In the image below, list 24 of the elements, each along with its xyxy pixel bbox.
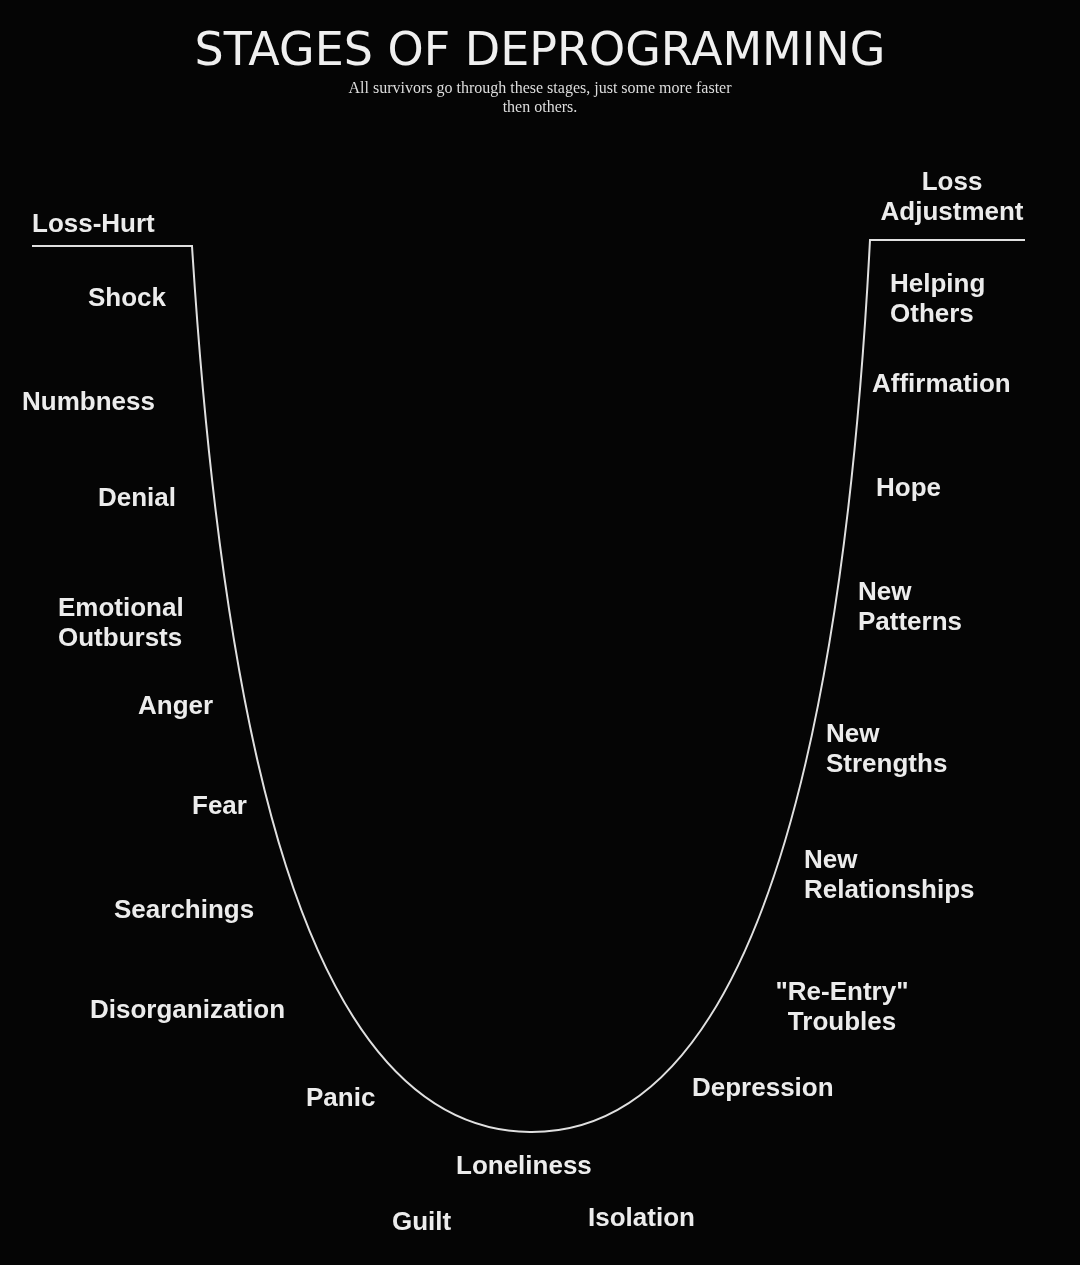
stage-label: Shock [88,282,168,312]
stage-label: Loss Adjustment [879,166,1025,226]
title: STAGES OF DEPROGRAMMING [193,22,887,76]
stage-label: Helping Others [890,268,987,328]
stage-label: New Patterns [858,576,964,636]
stage-label: "Re-Entry" Troubles [774,976,910,1036]
stage-label: Anger [138,690,215,720]
stage-label: Panic [306,1082,377,1112]
stage-label: Guilt [392,1206,453,1236]
stage-label: Loss-Hurt [32,208,156,238]
stage-label: Fear [192,790,248,820]
stage-label: Loneliness [456,1150,593,1180]
stage-label: Hope [876,472,942,502]
stage-label: Denial [98,482,178,512]
stage-label: Depression [692,1072,835,1102]
subtitle: All survivors go through these stages, just some more faster then others. [347,78,733,116]
stage-label: Emotional Outbursts [58,592,185,652]
stage-label: Searchings [114,894,256,924]
stage-label: Numbness [22,386,156,416]
stage-label: Isolation [588,1202,696,1232]
stage-label: Affirmation [872,368,1012,398]
stage-label: New Strengths [826,718,949,778]
stage-label: New Relationships [804,844,976,904]
stage-label: Disorganization [90,994,286,1024]
